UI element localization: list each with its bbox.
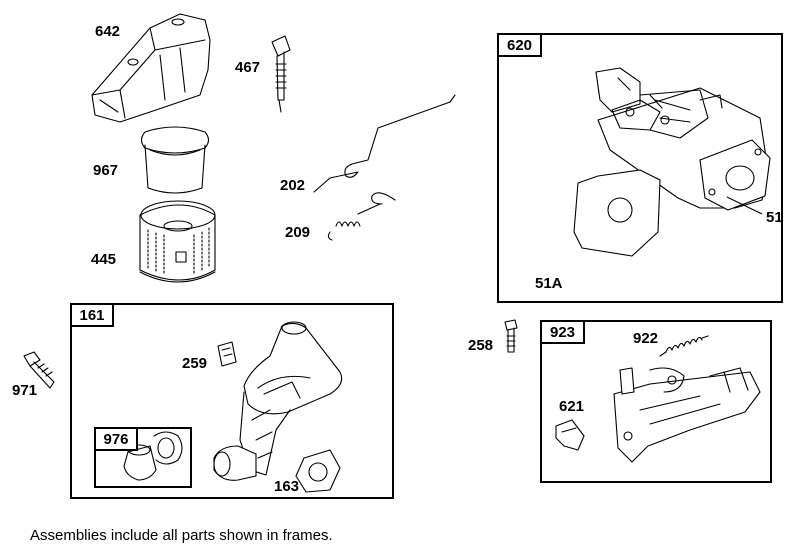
assemblies-note: Assemblies include all parts shown in fr… [30,527,333,544]
part-label-163: 163 [274,478,300,495]
part-label-202: 202 [280,177,306,194]
frame-620-assembly [497,33,783,303]
part-label-621: 621 [559,398,585,415]
screw-258-drawing [504,319,518,353]
pre-cleaner-drawing [140,126,210,194]
governor-control-drawing [555,335,761,463]
air-cleaner-base-drawing [213,321,343,493]
part-label-209: 209 [285,224,311,241]
part-label-51: 51 [766,209,783,226]
frame-161-assembly [70,303,394,499]
air-cleaner-cover-drawing [91,13,211,123]
bolt-971-drawing [23,351,55,389]
control-plate-drawing [573,67,771,257]
frame-620-tag: 620 [497,33,542,57]
frame-161-tag: 161 [70,303,114,327]
part-label-51a: 51A [535,275,563,292]
part-label-971: 971 [12,382,38,399]
stud-drawing [271,35,291,113]
part-label-445: 445 [91,251,117,268]
frame-976-assembly [94,427,192,488]
part-label-467: 467 [235,59,261,76]
frame-923-tag: 923 [540,320,585,344]
spring-drawing [327,192,396,241]
part-label-922: 922 [633,330,659,347]
part-label-259: 259 [182,355,208,372]
part-label-258: 258 [468,337,494,354]
link-wire-drawing [313,94,456,193]
air-filter-drawing [139,200,216,283]
frame-976-tag: 976 [94,427,138,451]
frame-923-assembly [540,320,772,483]
breather-tube-drawing [123,431,183,481]
part-label-642: 642 [95,23,121,40]
part-label-967: 967 [93,162,119,179]
